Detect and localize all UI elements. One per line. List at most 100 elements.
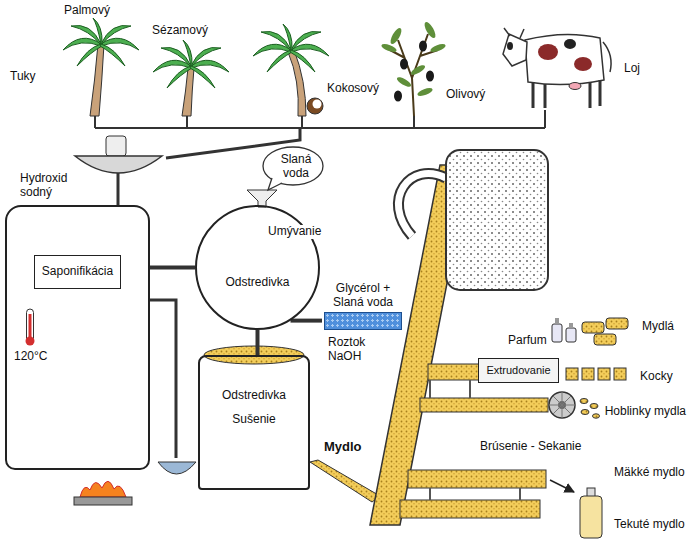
soap-trays xyxy=(400,500,540,518)
side-pipe xyxy=(158,462,196,474)
pipe-connector xyxy=(291,319,323,323)
category-label: Tuky xyxy=(8,70,38,84)
olive-branch xyxy=(396,75,413,88)
palm-tree xyxy=(90,44,104,116)
centrifuge-sphere: Odstredivka xyxy=(195,205,320,330)
salt-water-funnel xyxy=(247,147,323,207)
process-label: Sušenie xyxy=(232,413,275,427)
palm-tree xyxy=(63,18,139,66)
process-label: Odstredivka xyxy=(225,276,289,290)
cow xyxy=(525,34,604,84)
soap-trays xyxy=(420,398,548,412)
cow xyxy=(507,42,513,50)
perfume-bottles xyxy=(552,324,562,342)
soap-cubes xyxy=(614,368,626,380)
olive-branch xyxy=(422,20,437,39)
side-pipe xyxy=(150,300,176,458)
cow xyxy=(504,28,524,38)
plant-label: Palmový xyxy=(62,4,112,18)
grinding-wheel xyxy=(580,399,588,404)
olive-branch xyxy=(429,42,446,53)
storage-tank xyxy=(398,150,548,290)
grinding-wheel xyxy=(581,410,589,415)
extruder-box: Extrudovanie xyxy=(478,358,559,383)
sodium-hydroxide-bowl xyxy=(106,136,126,156)
soap-bars xyxy=(582,322,604,333)
soap-cubes xyxy=(566,368,578,380)
olive-branch xyxy=(388,26,403,45)
product-label: Mydlá xyxy=(640,320,676,334)
reactor-tank: Saponifikácia xyxy=(5,205,150,470)
source-bracket xyxy=(95,110,545,128)
dryer-vessel: OdstredivkaSušenie xyxy=(198,355,310,490)
olive-branch xyxy=(390,34,438,116)
glycerol-tray: Glycérol + Slaná voda xyxy=(322,282,404,330)
cow xyxy=(503,34,527,66)
soap-chute xyxy=(310,460,380,502)
ingredient-label: Parfum xyxy=(506,334,549,348)
product-label: Tekuté mydlo xyxy=(612,518,687,532)
perfume-bottles xyxy=(552,318,576,342)
perfume-bottles xyxy=(569,323,573,328)
olive-branch xyxy=(426,71,434,82)
soap-cubes xyxy=(582,368,594,380)
cow xyxy=(564,39,576,49)
sesame-palm xyxy=(153,40,229,88)
liquid-soap-bottle xyxy=(580,496,602,538)
coconut-palm xyxy=(313,100,322,109)
glycerol-basin xyxy=(324,312,402,330)
palm-tree xyxy=(63,18,139,116)
storage-tank xyxy=(398,174,446,236)
plant-label: Olivový xyxy=(444,88,487,102)
ingredient-label: Roztok NaOH xyxy=(326,336,376,364)
grinding-wheel xyxy=(549,392,575,418)
grinding-wheel xyxy=(549,392,600,418)
olive-branch xyxy=(380,20,446,116)
sesame-palm xyxy=(153,40,229,116)
grinding-wheel xyxy=(549,392,575,418)
process-label: Brúsenie - Sekanie xyxy=(478,440,583,454)
process-label: Odstredivka xyxy=(222,389,286,403)
cow xyxy=(603,42,611,72)
cow xyxy=(569,83,581,90)
process-label: Umývanie xyxy=(266,225,323,239)
ingredient-label: Slaná voda xyxy=(275,153,317,181)
soap-cubes xyxy=(598,368,610,380)
process-label: Saponifikácia xyxy=(34,255,121,289)
soap-chute xyxy=(310,460,380,502)
soap-bars xyxy=(594,334,616,345)
burner-flame xyxy=(74,481,132,505)
storage-tank xyxy=(398,174,446,236)
burner-flame xyxy=(80,481,126,497)
product-label: Mäkké mydlo xyxy=(612,466,687,480)
sodium-hydroxide-bowl xyxy=(75,156,162,173)
liquid-soap-bottle xyxy=(580,488,602,538)
salt-water-funnel xyxy=(268,178,282,190)
plant-label: Sézamový xyxy=(150,24,210,38)
olive-branch xyxy=(410,63,427,76)
process-label: Extrudovanie xyxy=(486,364,550,377)
burner-flame xyxy=(74,497,132,505)
liquid-soap-arrow xyxy=(550,480,574,492)
cow xyxy=(503,28,611,108)
olive-branch xyxy=(416,86,433,97)
soap-bars xyxy=(582,318,628,345)
thermometer xyxy=(26,337,35,346)
perfume-bottles xyxy=(566,328,576,342)
olive-branch xyxy=(400,59,408,70)
cow xyxy=(538,44,558,60)
temperature-label: 120°C xyxy=(12,350,50,364)
olive-branch xyxy=(380,42,397,53)
thermometer xyxy=(26,309,35,346)
ingredient-label: Hydroxid sodný xyxy=(18,172,84,200)
thermometer xyxy=(29,314,32,338)
sodium-hydroxide-bowl xyxy=(75,136,162,205)
olive-branch xyxy=(394,91,402,102)
coconut-palm xyxy=(253,24,329,116)
cow xyxy=(574,57,592,71)
perfume-bottles xyxy=(555,318,559,324)
soap-trays xyxy=(428,364,480,380)
product-label: Kocky xyxy=(638,370,675,384)
product-label: Hoblinky mydla xyxy=(603,405,688,419)
